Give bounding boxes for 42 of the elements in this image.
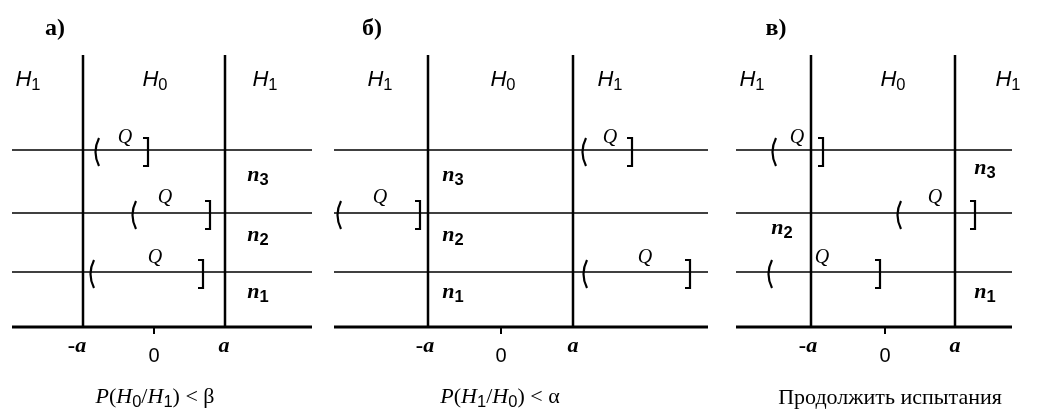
hypothesis-label: H$_{0}$ (880, 67, 906, 93)
interval-label: Q (117, 126, 133, 146)
axis-tick-label: 0 (879, 345, 891, 365)
hypothesis-label: H$_{1}$ (15, 67, 41, 93)
panel-letter: б) (362, 15, 382, 39)
level-label: n$_{1}$ (247, 279, 269, 305)
interval-label: Q (372, 186, 388, 206)
interval-label: Q (602, 126, 618, 146)
panel-letter: в) (765, 15, 787, 39)
interval-label: Q (789, 126, 805, 146)
hypothesis-label: H$_{1}$ (739, 67, 765, 93)
level-label: n$_{3}$ (974, 155, 996, 181)
hypothesis-label: H$_{1}$ (252, 67, 278, 93)
interval-label: Q (147, 246, 163, 266)
hypothesis-label: H$_{0}$ (490, 67, 516, 93)
level-label: n$_{3}$ (247, 162, 269, 188)
axis-tick-label: a (567, 334, 579, 356)
condition-formula: P(H$_{1}$/H$_{0}$) < α (440, 384, 560, 410)
hypothesis-label: H$_{1}$ (995, 67, 1021, 93)
interval-label: Q (157, 186, 173, 206)
axis-tick-label: -a (67, 334, 87, 356)
axis-tick-label: 0 (495, 345, 507, 365)
level-label: n$_{2}$ (247, 222, 269, 248)
level-label: n$_{1}$ (974, 279, 996, 305)
axis-tick-label: a (949, 334, 961, 356)
axis-tick-label: 0 (148, 345, 160, 365)
axis-tick-label: -a (798, 334, 818, 356)
condition-formula: P(H$_{0}$/H$_{1}$) < β (95, 384, 215, 410)
hypothesis-label: H$_{1}$ (597, 67, 623, 93)
hypothesis-label: H$_{1}$ (367, 67, 393, 93)
interval-label: Q (814, 246, 830, 266)
interval-label: Q (637, 246, 653, 266)
decision-caption: Продолжить испытания (778, 386, 1002, 408)
level-label: n$_{2}$ (442, 222, 464, 248)
axis-tick-label: -a (415, 334, 435, 356)
hypothesis-label: H$_{0}$ (142, 67, 168, 93)
level-label: n$_{2}$ (771, 215, 793, 241)
level-label: n$_{3}$ (442, 162, 464, 188)
level-label: n$_{1}$ (442, 279, 464, 305)
axis-tick-label: a (218, 334, 230, 356)
interval-label: Q (927, 186, 943, 206)
panel-letter: а) (45, 15, 65, 39)
